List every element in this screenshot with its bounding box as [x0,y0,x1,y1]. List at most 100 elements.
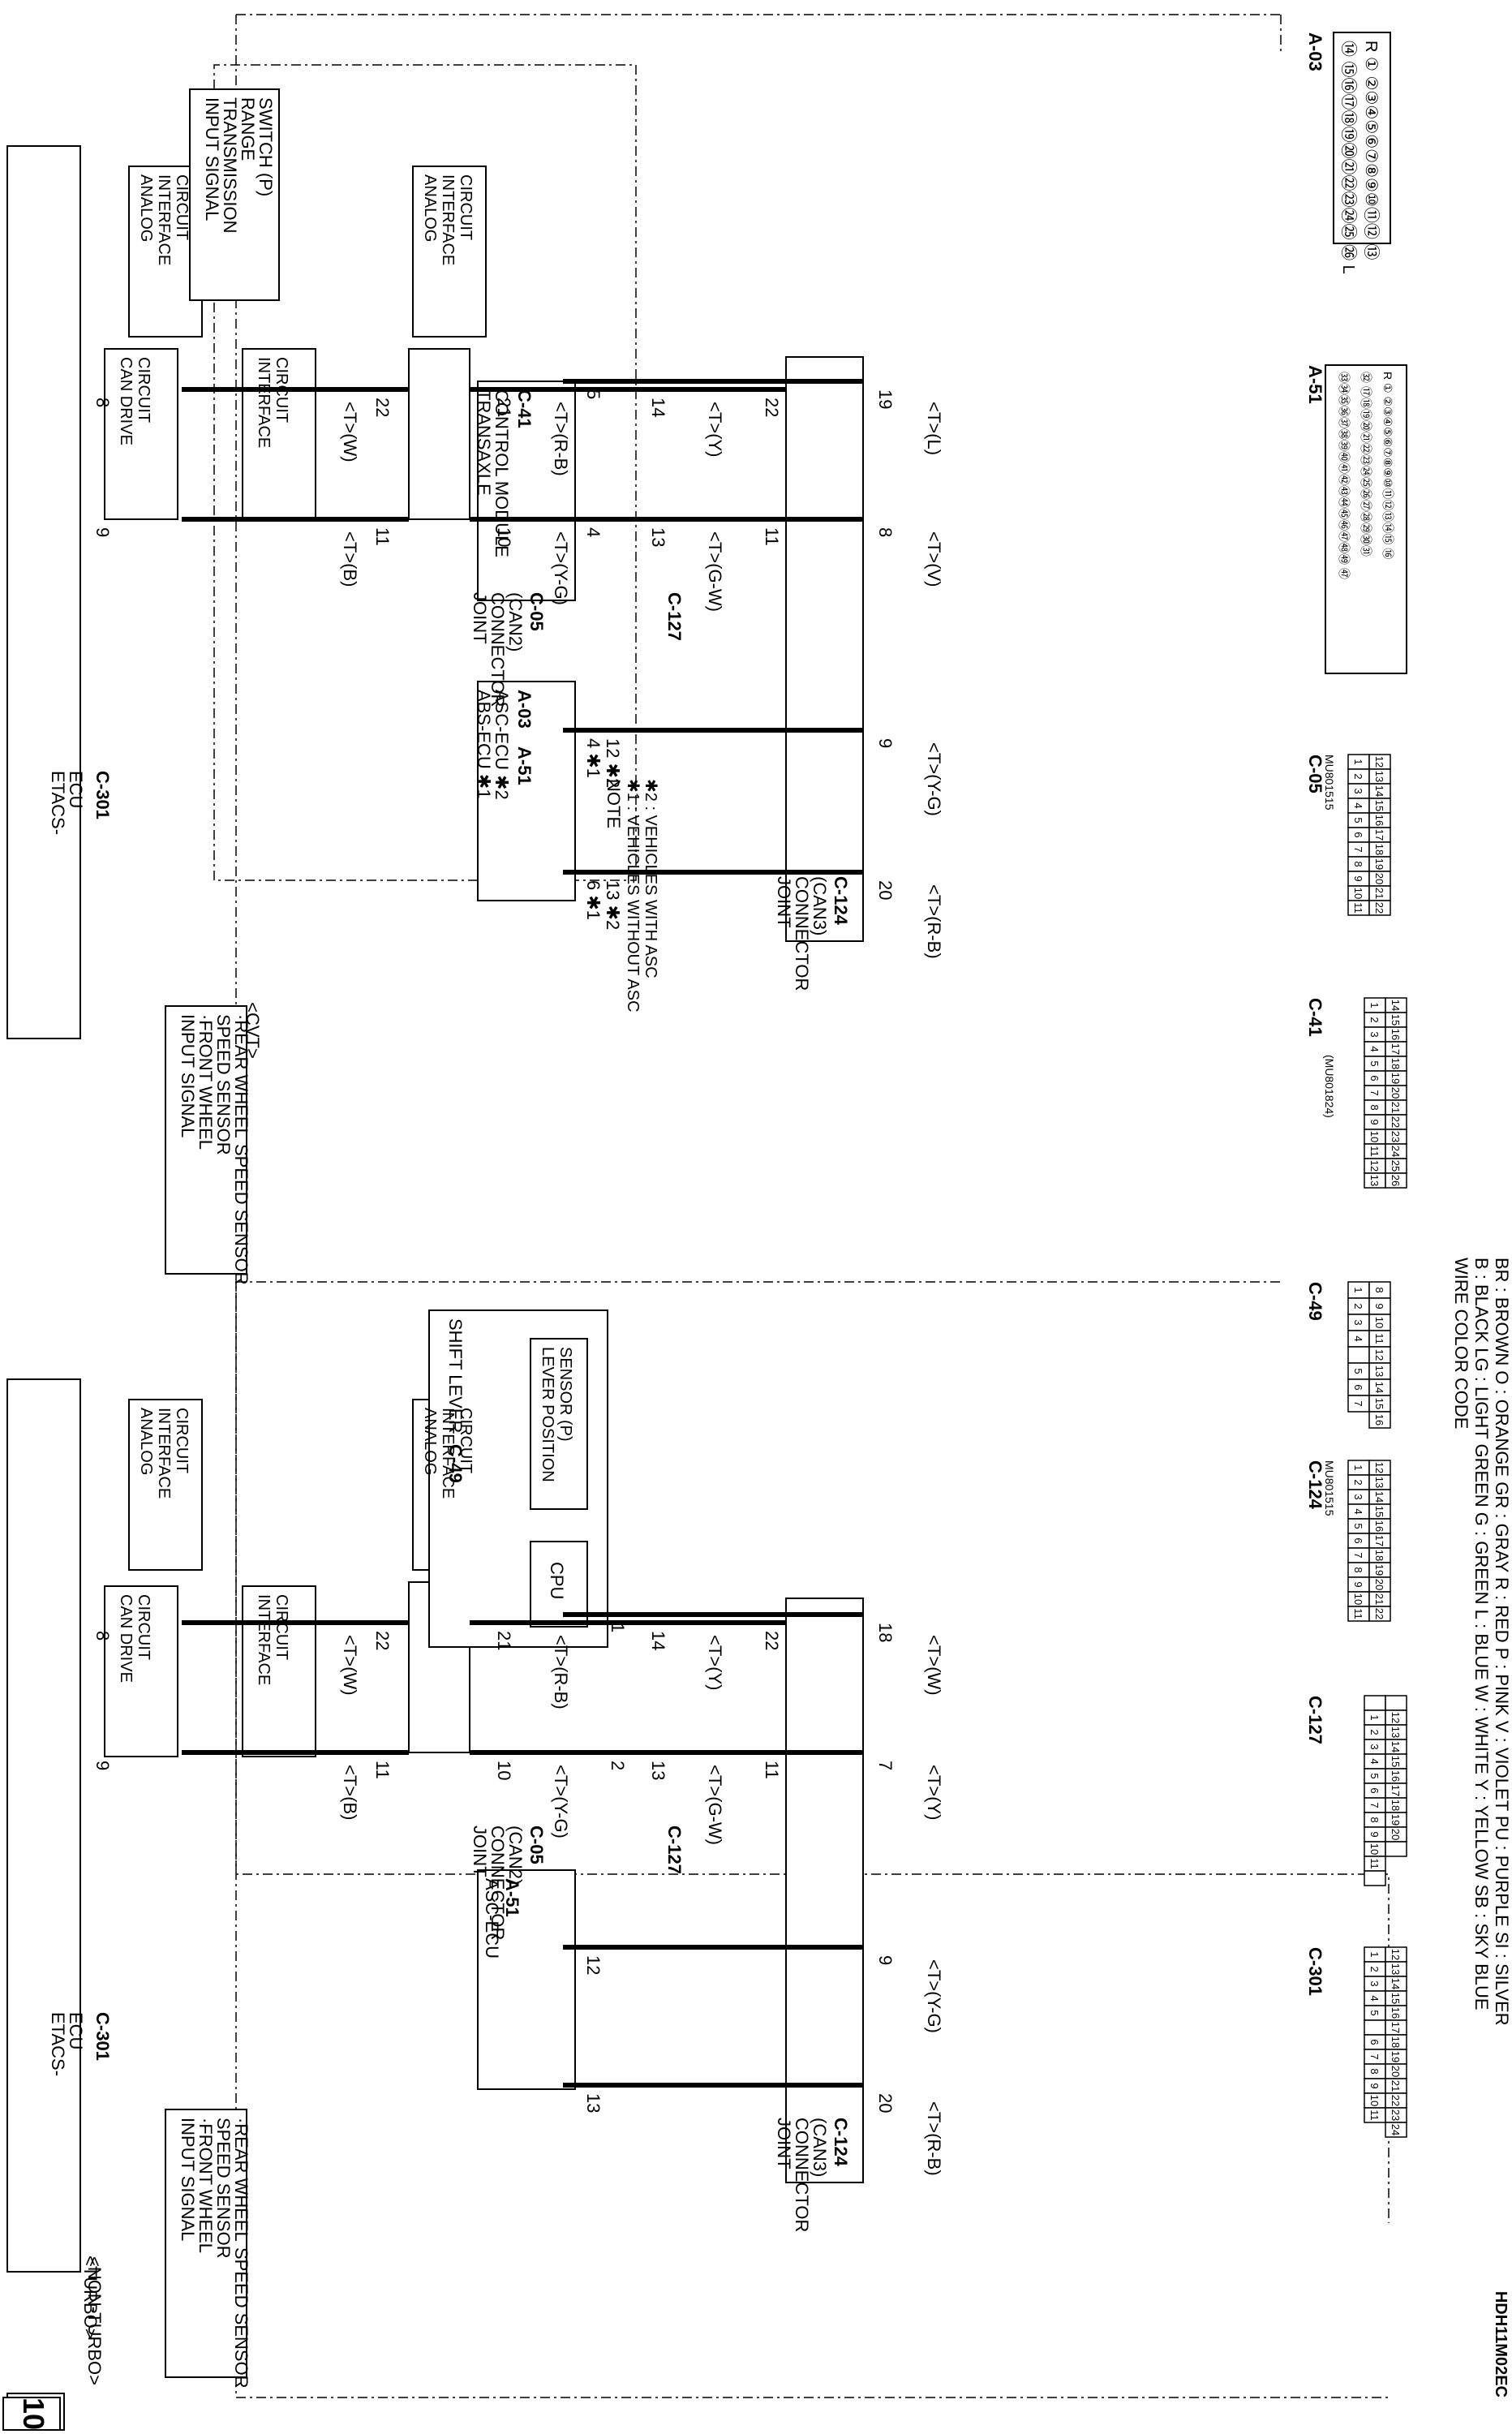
connector-c49-pin: 4 [1352,1335,1364,1341]
can3-pin-20: 20 [875,880,896,900]
analog-interface-text-1b: INTERFACE [155,174,173,265]
can3-pin-11: 11 [762,527,782,546]
can2b-code: C-05 [526,1826,547,1864]
connector-c127-cell [1364,1870,1386,1886]
wire-label-bottom-7: <T>(W) [924,1635,944,1696]
connector-c05-pin: 2 [1352,773,1364,779]
etacs-name-b1: ETACS- [48,2012,68,2076]
connector-c127-pin: 17 [1390,1785,1402,1796]
can3-name-3: (CAN3) [810,876,830,935]
can3-pin-8: 8 [875,527,896,537]
connector-c05-pin: 13 [1373,771,1385,782]
connector-c127-cell [1385,1695,1407,1711]
etacs-name-b2: ECU [66,2012,86,2049]
connector-c41-pin: 19 [1390,1073,1402,1084]
can2-name-2: CONNECTOR [488,592,508,707]
connector-c301-pin: 19 [1390,2051,1402,2062]
interface-circuit-2 [242,1585,316,1757]
connector-c49-pin: 5 [1352,1368,1364,1374]
connector-c05-pin: 6 [1352,832,1364,837]
input-ws-top-5: SPEED SENSOR [231,1144,251,1285]
input-signal-wheel-box-bottom [165,2109,247,2378]
analog-interface-text-3a: ANALOG [137,1408,155,1475]
connector-c301-pin: 17 [1390,2022,1402,2033]
connector-c05-pin: 10 [1352,888,1364,899]
etacs-name-line2: ECU [66,771,86,808]
wire-label-top-8: <T>(V) [924,531,944,587]
connector-c41-pin: 8 [1368,1104,1381,1110]
connector-c49-pin: 9 [1373,1303,1385,1309]
connector-c41-pin: 16 [1390,1029,1402,1040]
connector-c124-pin: 2 [1352,1479,1364,1485]
connector-c301-pin: 14 [1390,1978,1402,1989]
connector-c301-pin: 3 [1368,1980,1381,1986]
etacs-code-top: C-301 [92,771,113,819]
panel-non-turbo: 9 <NON-TURBO> <CVT> [6,14,1390,2431]
panel-turbo: 10 <TURBO> [2,1281,1389,2431]
connector-c301-pin: 20 [1390,2066,1402,2077]
connector-c301-pin: 13 [1390,1963,1402,1975]
abs-name-1: ABS-ECU ✱1 [474,690,494,799]
shift-lever-name: SHIFT LEVER [445,1318,466,1433]
wire-label-bottom-5: <T>(Y) [705,1635,725,1690]
connector-c124-part: MU801515 [1323,1460,1336,1516]
can-drive-circuit [104,348,178,520]
c127-code-top: C-127 [664,592,685,641]
connector-c05-pin: 15 [1373,800,1385,811]
wire-color-code: WIRE COLOR CODE B : BLACK LG : LIGHT GRE… [1451,1258,1512,2026]
connector-c124-pin: 15 [1373,1506,1385,1517]
input-trs-4: SWITCH (P) [256,97,276,196]
joint-connector-can3 [785,356,864,942]
analog-interface-text-3c: CIRCUIT [173,1408,191,1473]
connector-c49-pin: 12 [1373,1349,1385,1361]
wire-color-code-line2: BR : BROWN O : ORANGE GR : GRAY R : RED … [1492,1258,1512,2026]
shift-lever-code: C-49 [445,1444,466,1483]
connector-c05-pin: 18 [1373,844,1385,855]
analog-interface-text-3b: INTERFACE [155,1408,173,1499]
can2-pin-22: 22 [372,398,393,417]
lever-sensor-2: SENSOR (P) [556,1347,574,1442]
connector-c124-pin: 4 [1352,1508,1364,1514]
etacs-b-pin-8: 8 [92,1631,113,1641]
wire-label-top-3: <T>(R-B) [551,402,571,476]
analog-interface-text-4c: CIRCUIT [457,1408,475,1473]
connector-c41-pin: 3 [1368,1031,1381,1037]
tcm-code: C-41 [514,389,535,428]
cvt-region [213,64,637,881]
connector-c49-pin: 2 [1352,1303,1364,1309]
connector-a03-row1: R ① ②③④⑤⑥⑦⑧⑨⑩⑪⑫ ⑬ [1362,41,1381,260]
connector-c124-pin: 11 [1352,1608,1364,1619]
wire-label-top-1: <T>(W) [340,402,360,462]
can3-pin-19: 19 [875,389,896,409]
input-trs-1: INPUT SIGNAL [202,97,222,221]
wire-label-top-2: <T>(B) [340,531,360,587]
wire-label-bottom-8: <T>(Y) [924,1765,944,1820]
c127b-pin-14: 14 [648,1631,668,1650]
connector-c127-pin: 7 [1368,1802,1381,1808]
connector-c301-pin: 24 [1390,2124,1402,2135]
abs-pin-a2: 12 ✱2 [603,738,623,788]
interface-text-d: CIRCUIT [273,1594,290,1660]
labels-top: NOTE ✱1 : VEHICLES WITHOUT ASC ✱2 : VEHI… [48,97,944,1285]
connector-c127-pin: 14 [1390,1741,1402,1752]
connector-c301-label: C-301 [1305,1947,1325,1996]
connector-c127-pin: 9 [1368,1831,1381,1837]
wire-color-code-title: WIRE COLOR CODE [1451,1258,1471,1429]
connector-c49-pin: 6 [1352,1384,1364,1390]
connector-c05-pin: 21 [1373,888,1385,899]
input-ws-bottom-1: INPUT SIGNAL [178,2118,198,2241]
connector-c41-pin: 13 [1368,1175,1381,1186]
connector-c124-pin: 18 [1373,1550,1385,1561]
connector-c49-pin: 8 [1373,1287,1385,1292]
connector-c127-pin: 11 [1368,1858,1381,1869]
connector-c127-cell [1385,1841,1407,1857]
connector-c41-pin: 24 [1390,1146,1402,1157]
connector-a03-face [1333,32,1391,244]
can2-code: C-05 [526,592,547,631]
input-ws-bottom-4: ·REAR WHEEL [231,2118,251,2242]
connector-c301-pin: 9 [1368,2083,1381,2088]
page-number-box-bottom-visible [2,2397,61,2431]
